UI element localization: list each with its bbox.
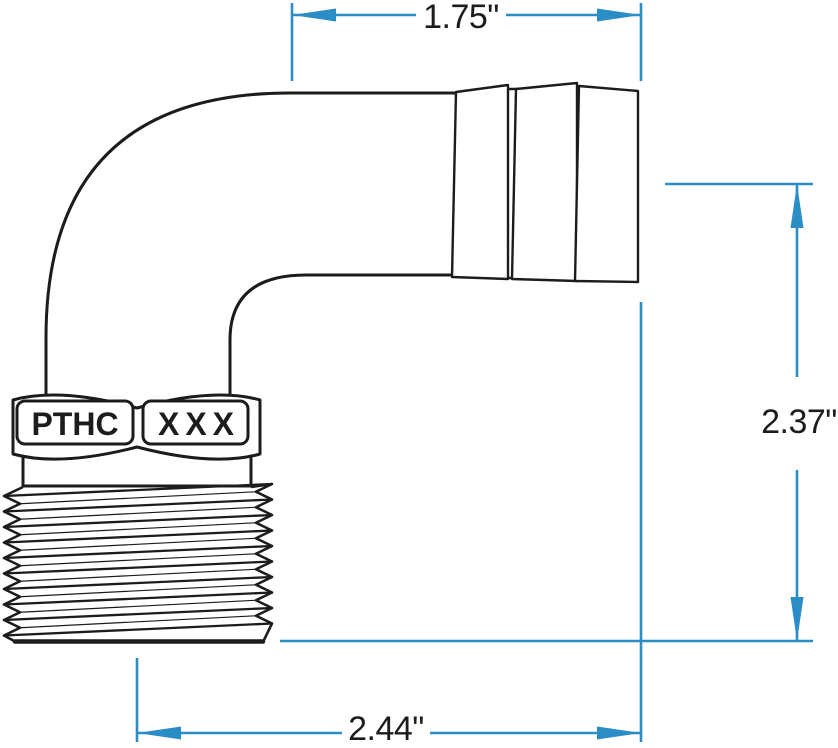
arrow-right-icon <box>597 8 641 22</box>
arrow-up-icon <box>790 184 804 228</box>
thread-shoulder <box>21 454 253 488</box>
thread-root-line <box>19 506 257 520</box>
stamp-plate-left <box>15 399 135 446</box>
thread-crest-line <box>2 606 274 622</box>
shoulder-outline <box>21 454 253 488</box>
thread-left-edge <box>2 485 24 644</box>
arrow-down-icon <box>790 597 804 641</box>
elbow-outer-curve <box>44 91 458 398</box>
dimension-top: 1.75" <box>290 0 643 81</box>
dimension-bottom: 2.44" <box>135 302 643 748</box>
arrow-right-icon <box>597 726 641 740</box>
thread-root-line <box>19 522 257 536</box>
thread-right-edge <box>250 482 274 643</box>
hex-nut: PTHC XXX <box>11 393 262 461</box>
dimension-bottom-label: 2.44" <box>348 710 424 748</box>
dimension-right: 2.37" <box>280 182 837 643</box>
thread-crest-line <box>2 622 274 637</box>
thread-crest-line <box>2 560 274 575</box>
thread-root-line <box>19 568 257 582</box>
stamp-text-right: XXX <box>158 406 240 442</box>
thread-root-line <box>19 615 257 629</box>
thread-crest-line <box>2 513 274 529</box>
barb-ring-2 <box>510 81 579 283</box>
dimension-right-label: 2.37" <box>761 403 837 441</box>
thread-crest-line <box>2 544 274 560</box>
thread-crest-line <box>2 498 274 513</box>
barb-ring-3 <box>573 84 640 284</box>
thread-crest-line <box>2 482 274 498</box>
thread-crest-line <box>2 591 274 606</box>
arrow-left-icon <box>137 726 181 740</box>
dimension-top-label: 1.75" <box>423 0 499 36</box>
thread-root-line <box>19 599 257 613</box>
thread-root-line <box>19 537 257 551</box>
thread-crest-line <box>2 529 274 544</box>
thread-root-line <box>19 553 257 567</box>
stamp-text-left: PTHC <box>31 406 118 442</box>
thread-crest-line <box>2 575 274 591</box>
thread-root-line <box>19 584 257 598</box>
pipe-threads <box>2 482 274 644</box>
elbow-inner-curve <box>228 273 458 398</box>
hose-barbs <box>450 81 640 284</box>
stamp-plate-right <box>141 399 250 446</box>
barb-ring-1 <box>450 83 510 281</box>
thread-root-line <box>19 491 257 505</box>
elbow-body <box>44 91 458 398</box>
arrow-left-icon <box>292 8 336 22</box>
